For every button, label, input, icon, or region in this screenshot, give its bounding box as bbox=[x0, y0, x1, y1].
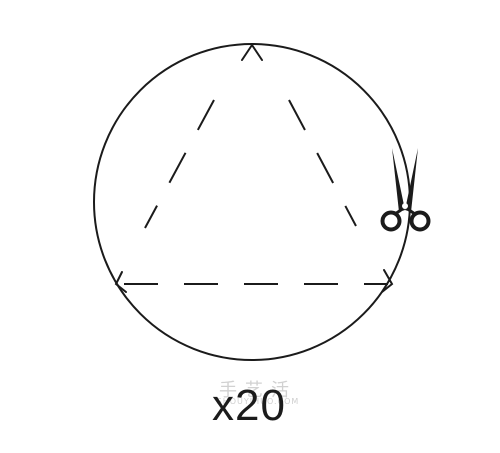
corner-mark-right bbox=[381, 269, 394, 293]
fold-line-left bbox=[144, 99, 215, 229]
quantity-label: x20 bbox=[212, 381, 286, 430]
corner-mark-left bbox=[114, 271, 127, 293]
cut-circle bbox=[93, 43, 411, 361]
corner-mark-top bbox=[241, 43, 263, 61]
corner-marks bbox=[114, 43, 394, 293]
scissors-icon bbox=[380, 148, 431, 232]
fold-triangle bbox=[124, 99, 388, 285]
fold-line-right bbox=[288, 99, 357, 227]
